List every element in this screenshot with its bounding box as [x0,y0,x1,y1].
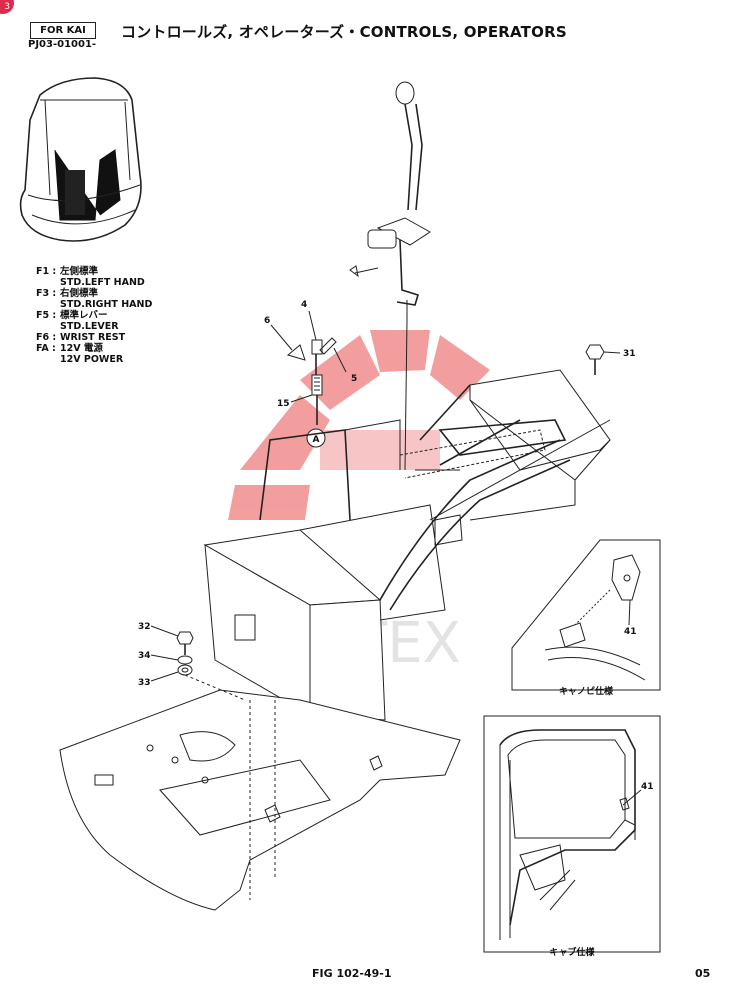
control-lever [349,81,431,471]
figure-number: FIG 102-49-1 [312,967,392,980]
cab-caption: キャブ仕様 [549,946,595,958]
clevis-assembly [286,337,337,448]
callout-41-canopy: 41 [624,627,637,637]
canopy-caption: キャノピ仕様 [559,685,614,697]
callout-4: 4 [301,300,307,310]
machine-thumbnail [19,77,142,242]
corner-badge: 3 [0,0,14,14]
canopy-inset [511,539,661,691]
legend-row: F6 : WRIST REST [36,332,126,343]
callout-33: 33 [138,678,151,688]
model-tag: FOR KAI [30,22,96,39]
floor-plate [59,689,461,911]
operator-console-frame [203,369,611,721]
page-number: 05 [695,967,711,980]
callout-5: 5 [351,374,357,384]
callout-32: 32 [138,622,151,632]
callout-15: 15 [277,399,290,409]
model-code: PJ03-01001- [28,39,97,50]
callout-31: 31 [623,349,636,359]
callout-41-cab: 41 [641,782,654,792]
callout-34: 34 [138,651,151,661]
callout-6: 6 [264,316,270,326]
callout-A: A [313,435,320,445]
cab-inset [483,715,661,953]
watermark-logo [228,330,490,520]
leader-lines [150,310,642,806]
bolt-parts [176,344,605,701]
page-title: コントロールズ, オペレーターズ・CONTROLS, OPERATORS [121,23,567,41]
